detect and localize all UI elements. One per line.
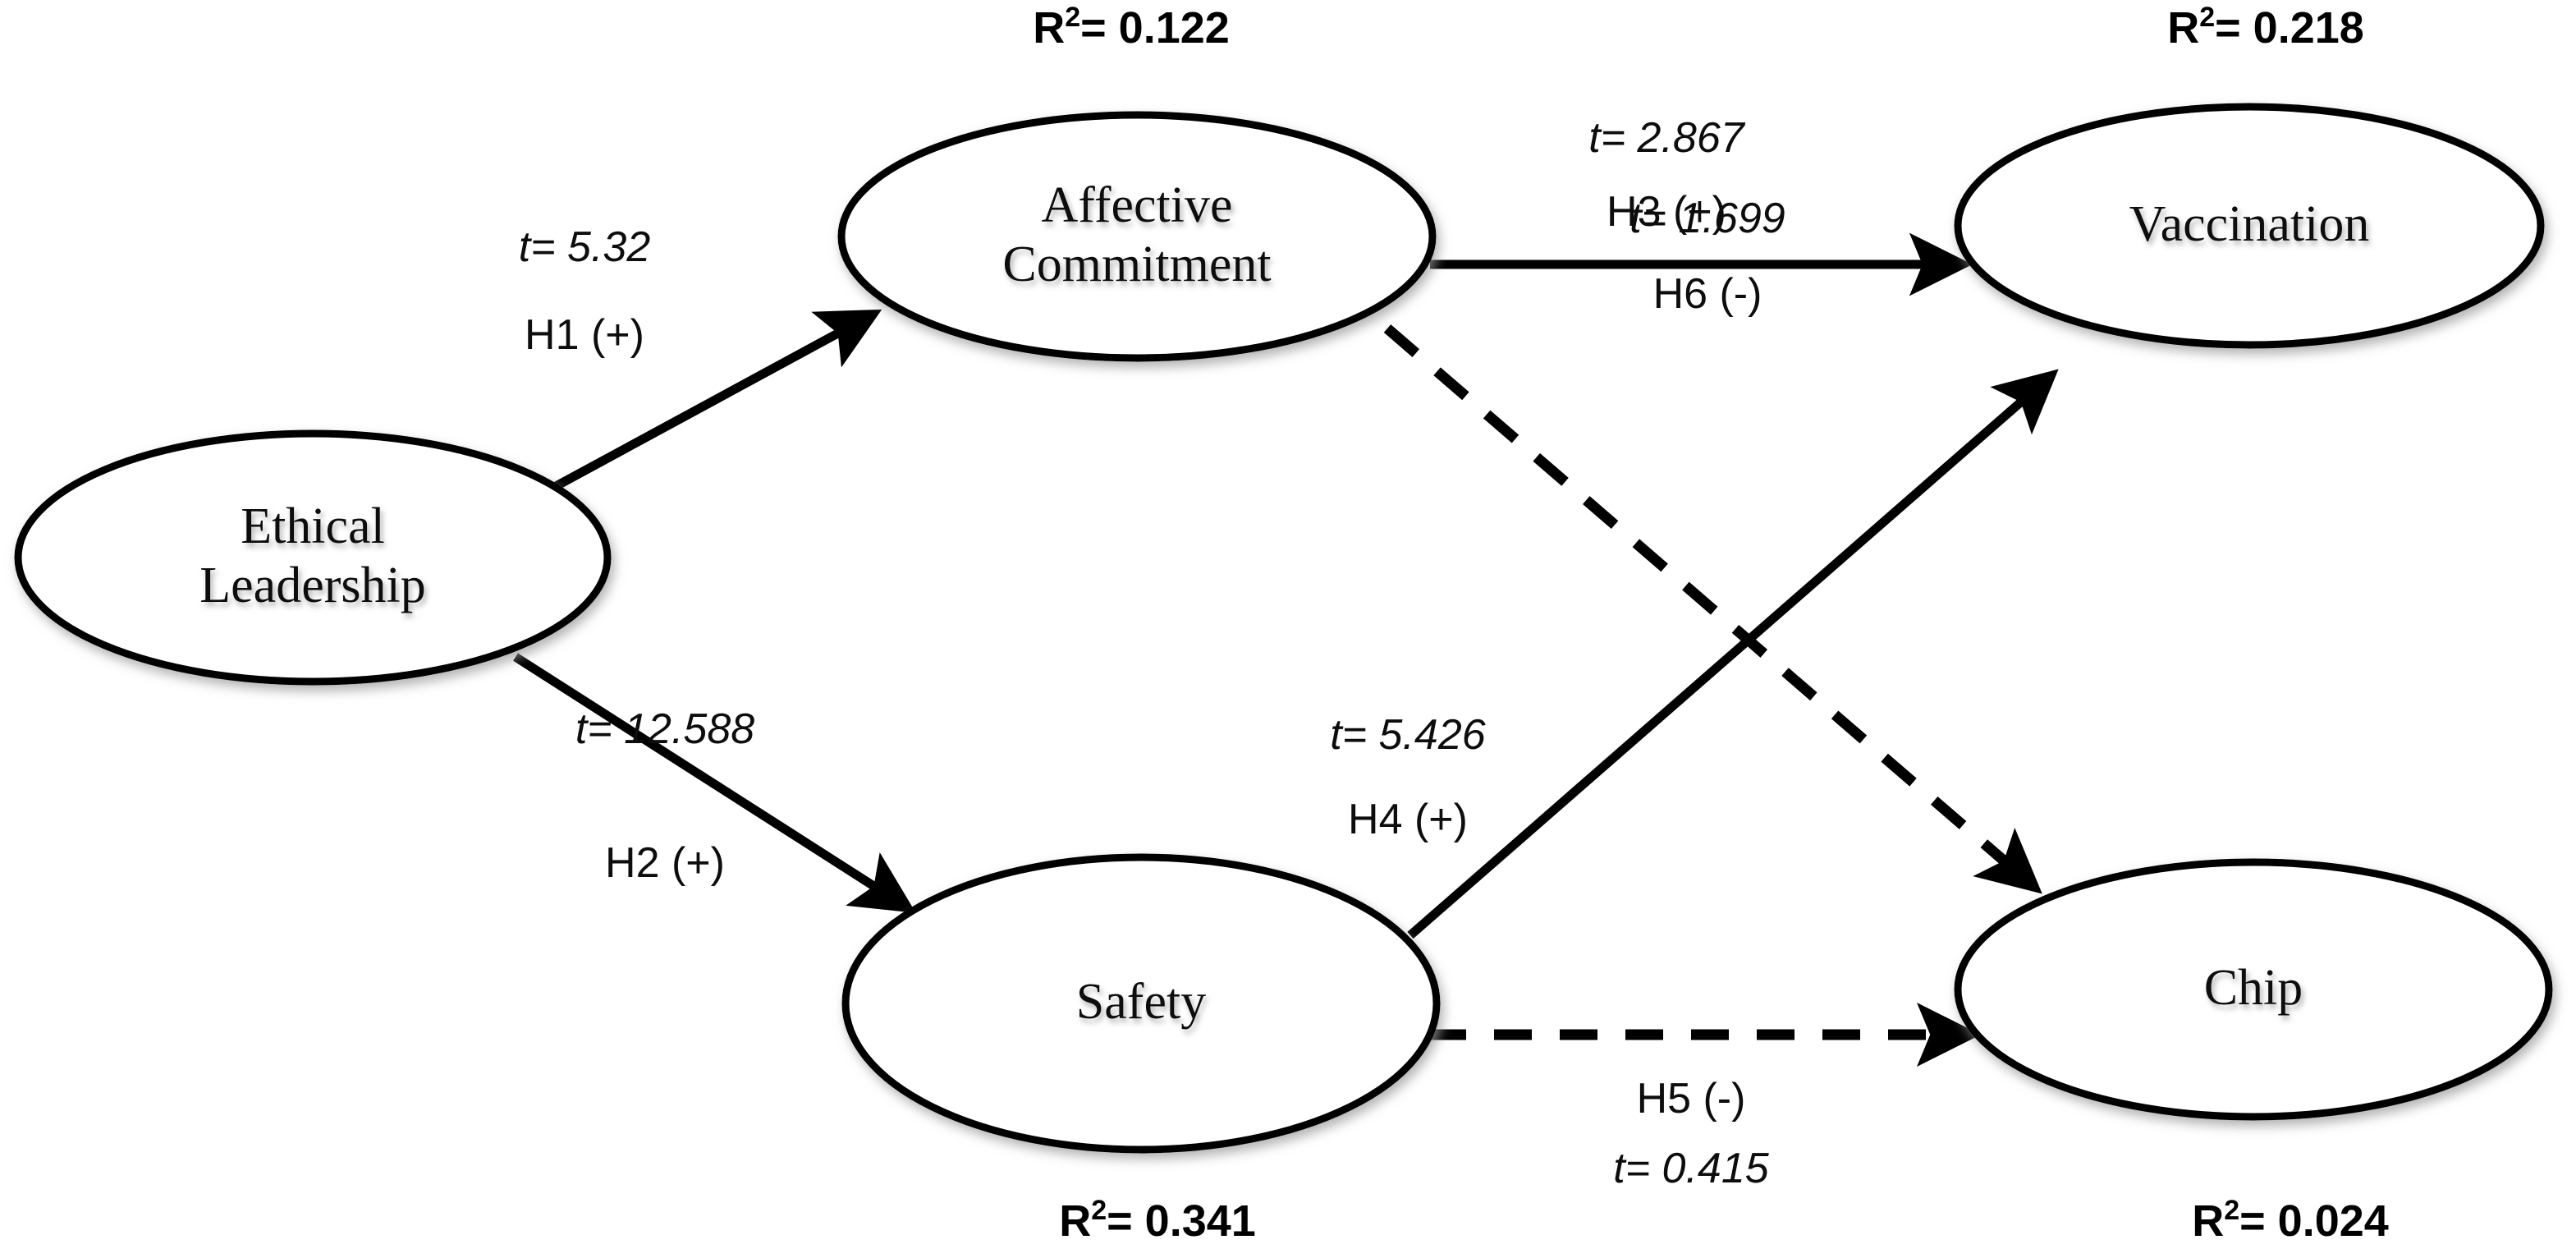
nodes: Ethical Leadership Affective Commitment … xyxy=(14,103,2553,1154)
node-vaccination[interactable]: Vaccination xyxy=(1954,103,2545,349)
path-line-h4[interactable] xyxy=(1407,369,2059,939)
node-affective-commitment[interactable]: Affective Commitment xyxy=(837,111,1437,362)
vaccination-ellipse[interactable] xyxy=(1954,103,2545,349)
path-line-h1[interactable] xyxy=(548,309,882,494)
r2-chip: R2= 0.024 xyxy=(2192,1195,2389,1246)
ethical-leadership-ellipse[interactable] xyxy=(14,429,612,686)
hypothesis-h4: H4 (+) xyxy=(1348,796,1468,843)
chip-ellipse[interactable] xyxy=(1954,858,2553,1121)
r2-affective-commitment: R2= 0.122 xyxy=(1033,2,1230,53)
node-safety[interactable]: Safety xyxy=(841,853,1441,1154)
affective-commitment-ellipse[interactable] xyxy=(837,111,1437,362)
path-lines xyxy=(513,232,2059,1067)
t-stat-h6: t= 1.699 xyxy=(1629,195,1785,242)
safety-label-line1: Safety xyxy=(1076,974,1206,1030)
hypothesis-h1: H1 (+) xyxy=(525,311,644,359)
node-chip[interactable]: Chip xyxy=(1954,858,2553,1121)
chip-label-line1: Chip xyxy=(2204,960,2303,1016)
path-line-h6[interactable] xyxy=(1383,324,2042,894)
r2-safety: R2= 0.341 xyxy=(1059,1195,1256,1246)
vaccination-label-line1: Vaccination xyxy=(2129,196,2370,252)
affective-commitment-label-line1: Affective xyxy=(1042,177,1233,233)
t-stat-h3: t= 2.867 xyxy=(1588,114,1745,162)
node-ethical-leadership[interactable]: Ethical Leadership xyxy=(14,429,612,686)
hypothesis-h2: H2 (+) xyxy=(605,839,725,887)
t-stat-h2: t= 12.588 xyxy=(575,705,754,753)
ethical-leadership-label-line1: Ethical xyxy=(241,498,385,554)
r2-vaccination: R2= 0.218 xyxy=(2167,2,2364,53)
hypothesis-h3: H3 (+) xyxy=(1607,188,1726,236)
path-labels: t= 5.32 H1 (+) t= 12.588 H2 (+) t= 2.867… xyxy=(519,114,1785,1192)
t-stat-h5: t= 0.415 xyxy=(1613,1145,1769,1192)
t-stat-h1: t= 5.32 xyxy=(519,223,651,271)
ethical-leadership-label-line2: Leadership xyxy=(199,558,425,613)
hypothesis-h6: H6 (-) xyxy=(1653,270,1762,318)
hypothesis-h5: H5 (-) xyxy=(1637,1075,1746,1123)
path-line-h2[interactable] xyxy=(513,653,916,913)
affective-commitment-label-line2: Commitment xyxy=(1002,236,1271,292)
r-squared-labels: R2= 0.122 R2= 0.218 R2= 0.341 R2= 0.024 xyxy=(1033,2,2389,1246)
t-stat-h4: t= 5.426 xyxy=(1330,711,1485,759)
safety-ellipse[interactable] xyxy=(841,853,1441,1154)
